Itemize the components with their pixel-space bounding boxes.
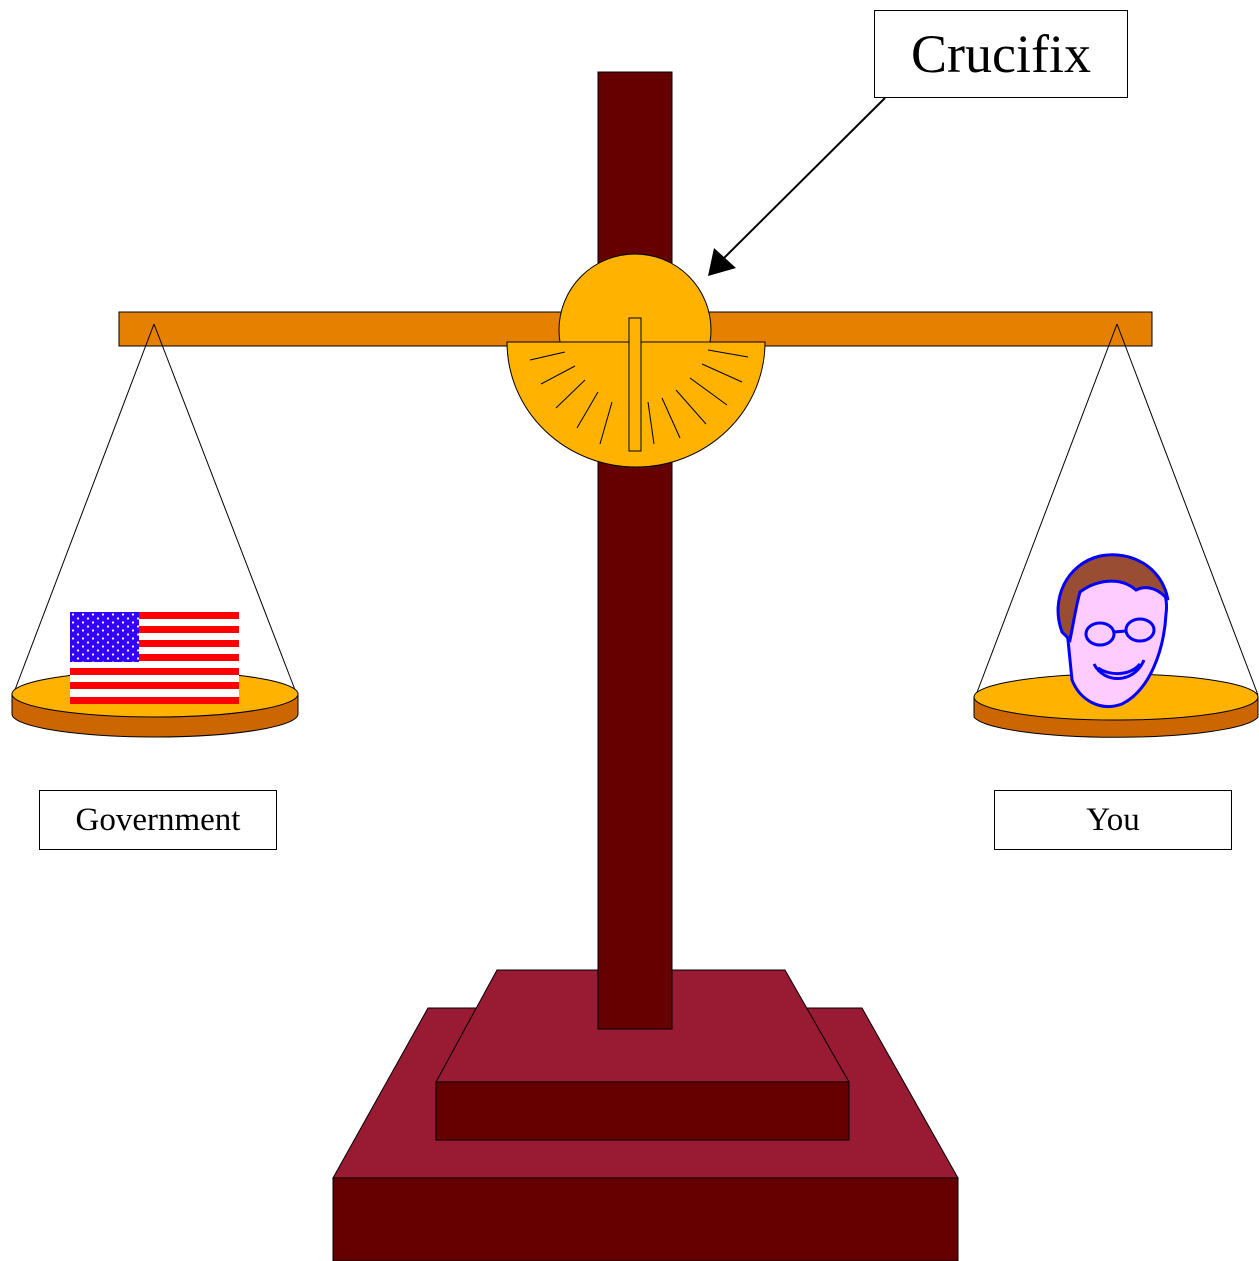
base-lower-front [333, 1178, 958, 1261]
crucifix-callout-label: Crucifix [874, 10, 1128, 98]
left-pan [12, 324, 298, 737]
scale-post [598, 72, 672, 1029]
callout-arrow [708, 98, 885, 276]
pivot-needle [629, 318, 641, 451]
crucifix-pivot [507, 254, 765, 467]
us-flag-icon [70, 612, 239, 704]
you-label: You [994, 790, 1232, 850]
right-pan [974, 324, 1258, 737]
base-upper-front [436, 1082, 849, 1140]
government-label: Government [39, 790, 277, 850]
